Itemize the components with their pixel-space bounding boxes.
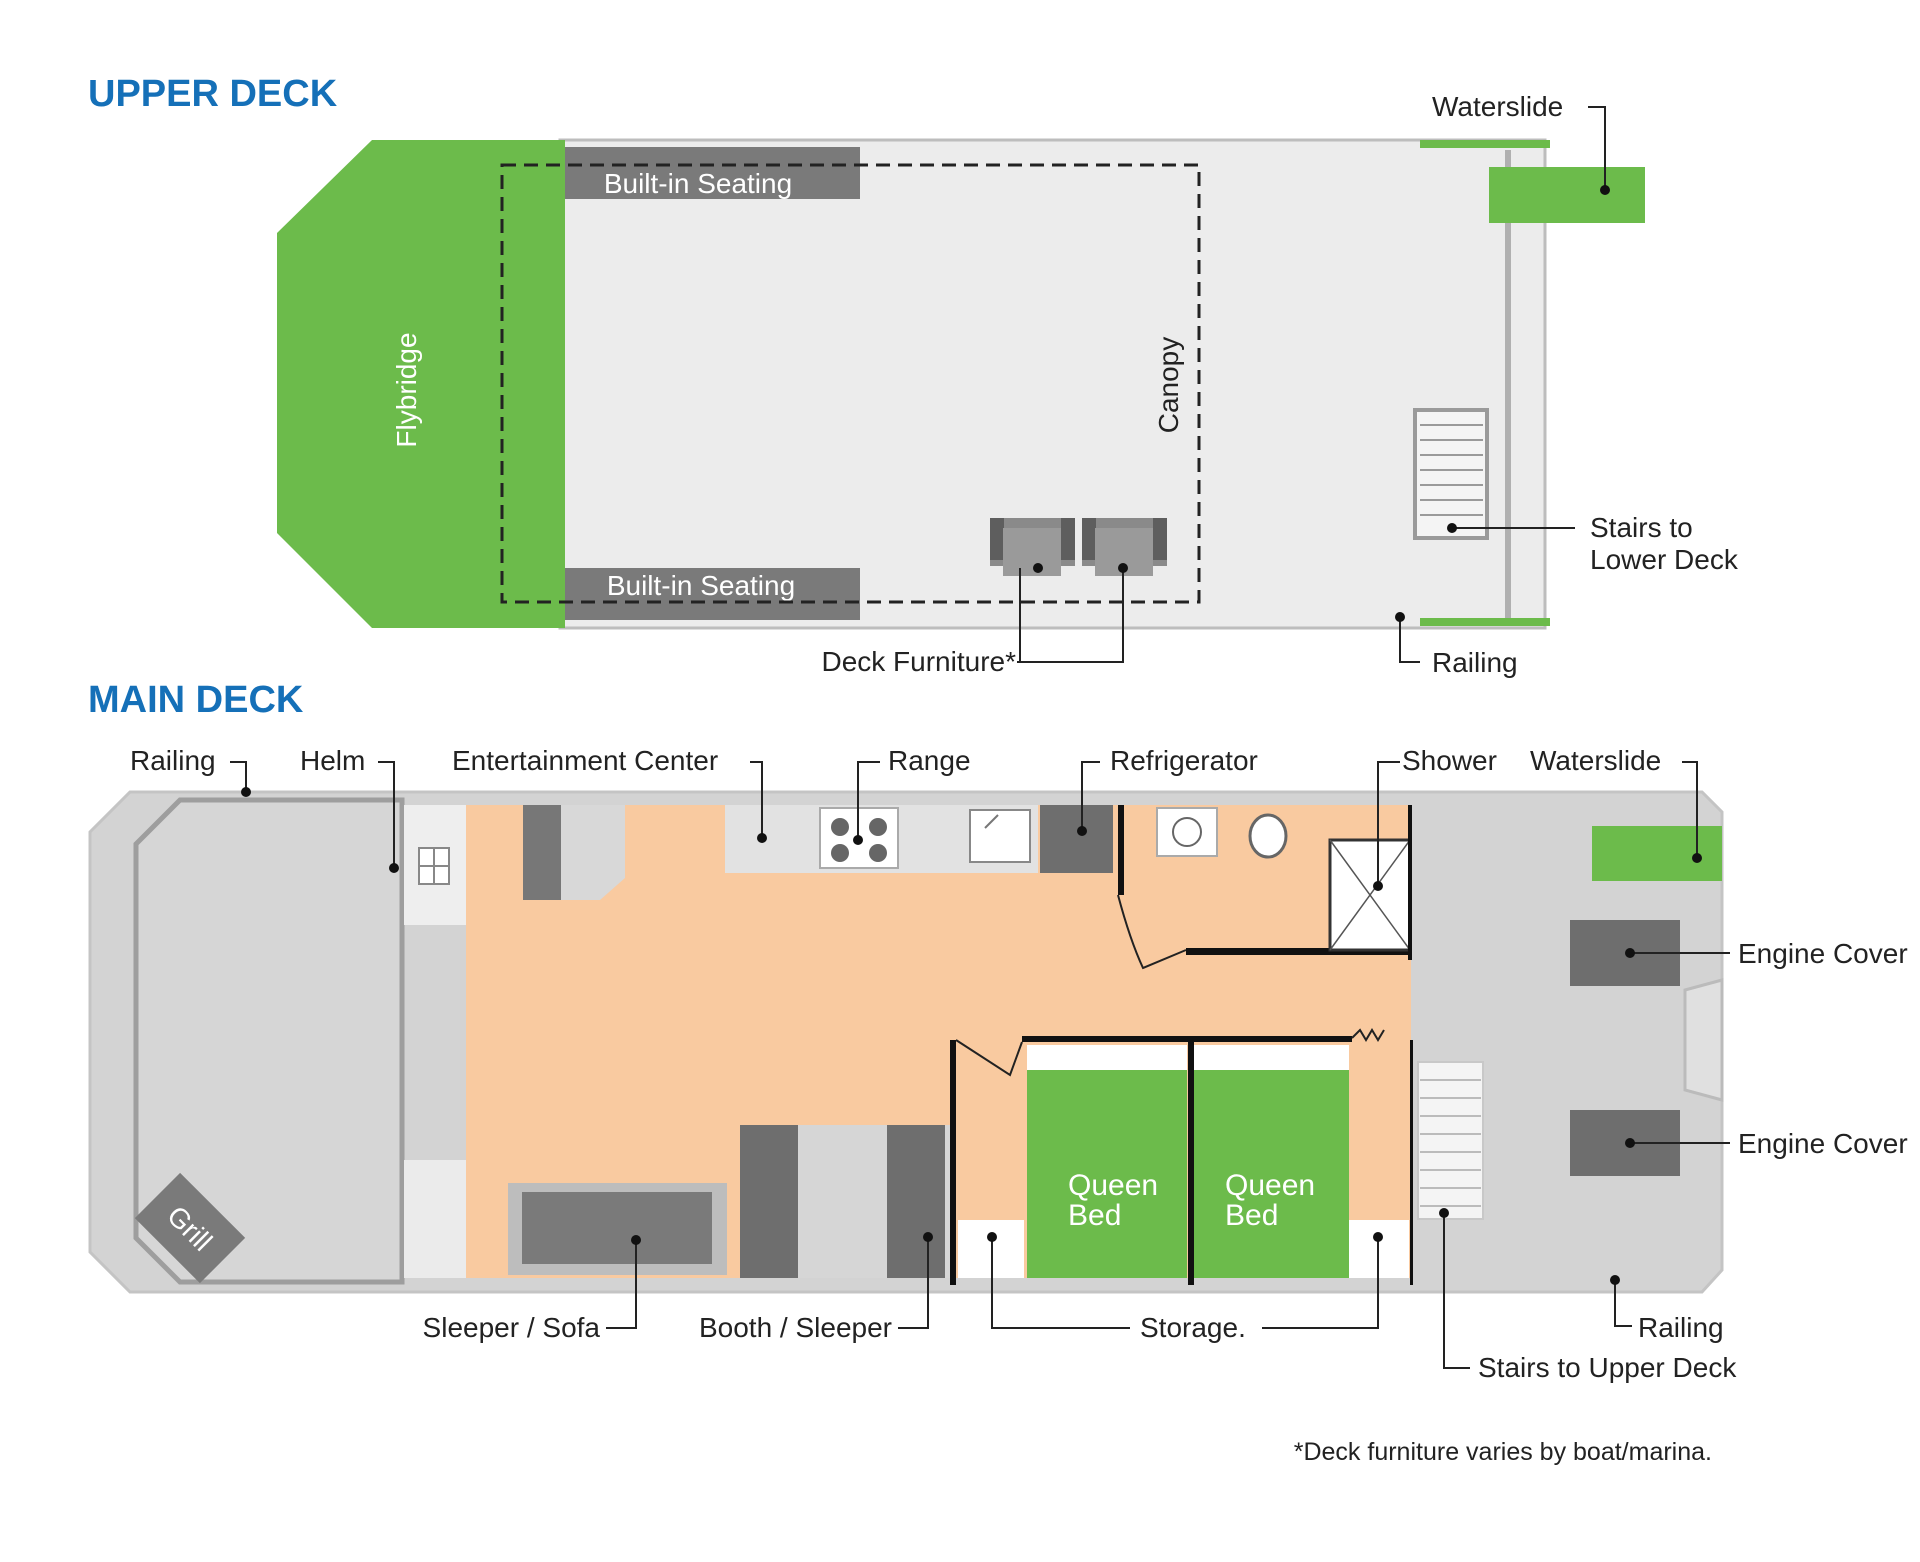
main-waterslide bbox=[1592, 826, 1722, 881]
main-railing-left-label: Railing bbox=[130, 745, 216, 776]
entertainment-cabinet-light bbox=[561, 805, 625, 900]
refrigerator-label: Refrigerator bbox=[1110, 745, 1258, 776]
stairs-upper-label: Stairs to Upper Deck bbox=[1478, 1352, 1737, 1383]
entertainment-cabinet-dark bbox=[523, 805, 561, 900]
main-railing-right-label: Railing bbox=[1638, 1312, 1724, 1343]
main-deck-title: MAIN DECK bbox=[88, 679, 304, 721]
upper-waterslide-label: Waterslide bbox=[1432, 91, 1563, 122]
queen-bed-2-line2: Bed bbox=[1225, 1199, 1278, 1232]
queen-bed-1-line1: Queen bbox=[1068, 1169, 1158, 1202]
engine-cover-bottom-label: Engine Cover bbox=[1738, 1128, 1908, 1159]
upper-railing-bottom bbox=[1420, 618, 1550, 626]
stairs-to-lower-deck bbox=[1413, 408, 1489, 540]
bedroom-door bbox=[955, 1039, 1023, 1077]
built-in-seating-top-label: Built-in Seating bbox=[604, 168, 792, 199]
engine-cover-top-label: Engine Cover bbox=[1738, 938, 1908, 969]
upper-railing-top bbox=[1420, 140, 1550, 148]
shower-label: Shower bbox=[1402, 745, 1497, 776]
kitchen-sink bbox=[969, 809, 1031, 863]
toilet bbox=[1248, 813, 1288, 859]
deck-chair-1 bbox=[990, 518, 1075, 576]
stern-notch bbox=[1683, 978, 1724, 1102]
bow-deck bbox=[133, 797, 405, 1285]
upper-leaders bbox=[1017, 106, 1610, 663]
bathroom-sink bbox=[1156, 807, 1218, 857]
queen-bed-1 bbox=[1027, 1070, 1187, 1278]
deck-furniture-label: Deck Furniture* bbox=[821, 646, 1016, 677]
main-waterslide-label: Waterslide bbox=[1530, 745, 1661, 776]
flybridge-label: Flybridge bbox=[391, 332, 422, 447]
built-in-seating-bottom bbox=[565, 568, 860, 620]
footnote: *Deck furniture varies by boat/marina. bbox=[1294, 1438, 1712, 1466]
grill: Grill bbox=[134, 1172, 246, 1284]
built-in-seating-top bbox=[565, 147, 860, 199]
stairs-lower-line1: Stairs to bbox=[1590, 512, 1693, 543]
stairs-lower-line2: Lower Deck bbox=[1590, 544, 1739, 575]
flybridge bbox=[277, 140, 565, 628]
canopy-outline bbox=[500, 163, 1201, 604]
bathroom-door bbox=[1117, 894, 1187, 970]
storage-label: Storage. bbox=[1140, 1312, 1246, 1343]
queen-bed-2-line1: Queen bbox=[1225, 1169, 1315, 1202]
main-leaders bbox=[230, 761, 1730, 1369]
canopy-label: Canopy bbox=[1153, 337, 1184, 434]
range-label: Range bbox=[888, 745, 971, 776]
queen-bed-1-line2: Bed bbox=[1068, 1199, 1121, 1232]
upper-railing-label: Railing bbox=[1432, 647, 1518, 678]
queen-bed-2 bbox=[1194, 1070, 1349, 1278]
booth-sleeper-label: Booth / Sleeper bbox=[699, 1312, 892, 1343]
entertainment-center-label: Entertainment Center bbox=[452, 745, 718, 776]
sleeper-sofa-label: Sleeper / Sofa bbox=[423, 1312, 601, 1343]
upper-deck-title: UPPER DECK bbox=[88, 73, 338, 115]
stairs-to-upper-deck bbox=[1417, 1061, 1484, 1220]
upper-waterslide bbox=[1489, 167, 1645, 223]
bow-cabinet bbox=[404, 1160, 466, 1278]
sleeper-sofa bbox=[522, 1192, 712, 1264]
refrigerator bbox=[1040, 805, 1113, 873]
helm-label: Helm bbox=[300, 745, 365, 776]
built-in-seating-bottom-label: Built-in Seating bbox=[607, 570, 795, 601]
upper-railing-rear bbox=[1505, 150, 1511, 618]
